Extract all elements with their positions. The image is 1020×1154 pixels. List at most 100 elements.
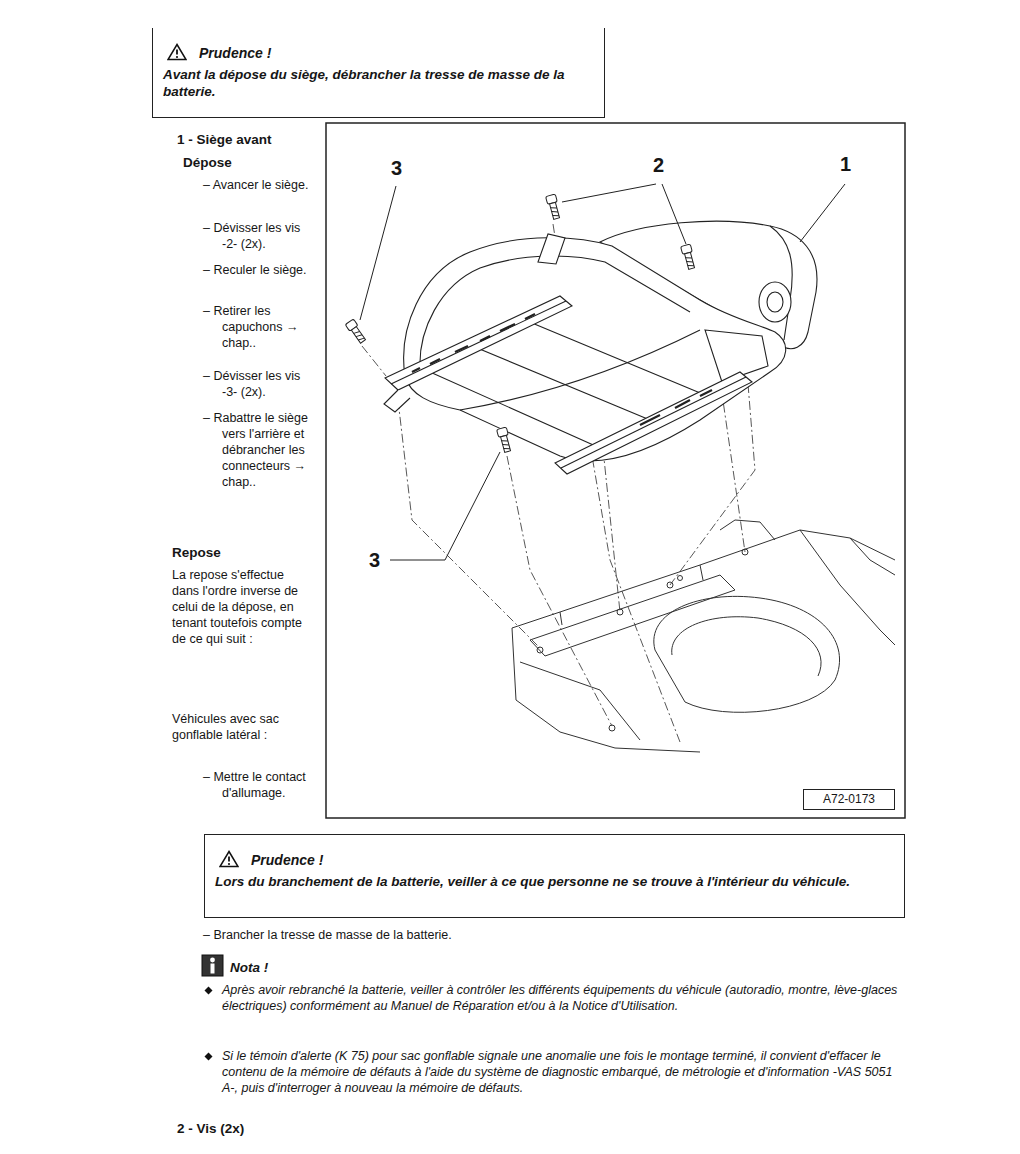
callout-number-wrap: 3 (389, 157, 404, 179)
leader-line (662, 184, 686, 244)
subheading: Dépose (183, 154, 313, 171)
step-wrap: – Dévisser les vis -3- (2x). (203, 368, 315, 400)
callout-number-wrap: 1 (838, 153, 853, 175)
step: – Dévisser les vis -2- (2x). (203, 220, 315, 252)
screw-shank (351, 327, 365, 344)
caution-text: Lors du branchement de la batterie, veil… (215, 873, 894, 890)
screw-group (345, 194, 696, 453)
caution-heading: Prudence ! (199, 44, 594, 62)
screw (546, 194, 562, 220)
seat-rails (384, 296, 752, 474)
leader-line (800, 184, 845, 242)
callout-number: 1 (840, 153, 851, 175)
projection-line (507, 456, 612, 726)
screw (497, 427, 513, 453)
callout-number: 2 (653, 154, 664, 176)
section-heading: 2 - Vis (2x) (177, 1120, 377, 1137)
step: – Reculer le siège. (203, 262, 315, 278)
recliner-knob (759, 282, 791, 322)
figure-frame (326, 123, 905, 818)
floor-pan (512, 520, 895, 752)
note-bullet: Si le témoin d'alerte (K 75) pour sac go… (204, 1048, 908, 1096)
belt-buckle (538, 234, 565, 264)
step: – Brancher la tresse de masse de la batt… (203, 927, 903, 943)
leader-line (562, 184, 656, 202)
step-wrap: – Avancer le siège. (203, 177, 315, 193)
nota-icon (202, 955, 223, 976)
floor-well (654, 596, 840, 712)
floor-edge (512, 530, 895, 628)
rail-detail (412, 314, 535, 372)
warning-mark (176, 50, 178, 55)
note-bullet-wrap: Si le témoin d'alerte (K 75) pour sac go… (204, 1048, 908, 1096)
note-bullet-wrap: Après avoir rebranché la batterie, veill… (204, 982, 908, 1014)
nota-icon-bar (211, 964, 215, 974)
warning-mark (228, 857, 230, 862)
section-heading-wrap: 2 - Vis (2x) (177, 1120, 377, 1137)
leader-line (390, 452, 500, 560)
subheading-wrap: Repose (172, 544, 312, 561)
section-heading: 1 - Siège avant (177, 131, 327, 148)
screw-thread (354, 330, 365, 342)
floor-line (560, 565, 703, 625)
adjust-handle (384, 390, 410, 412)
recliner-knob (767, 292, 783, 312)
screw-thread (686, 256, 694, 267)
callout-number: 3 (369, 549, 380, 571)
figure-code: A72-0173 (810, 792, 888, 807)
screw (681, 244, 697, 270)
warning-icon (167, 43, 187, 61)
bullet-diamond (205, 987, 213, 995)
floor-hole (678, 576, 683, 581)
rail-line (391, 301, 566, 384)
screw (345, 319, 367, 344)
subheading-wrap: Dépose (183, 154, 313, 171)
cushion (404, 238, 786, 461)
warning-triangle (168, 45, 186, 60)
step: – Rabattre le siège vers l'arrière et dé… (203, 410, 315, 490)
step: – Mettre le contact d'allumage. (203, 769, 315, 801)
screw-thread (551, 206, 559, 217)
floor-well-inner (672, 617, 821, 676)
rail-line (561, 377, 746, 468)
caution-box: Prudence ! Avant la dépose du siège, débr… (152, 28, 605, 118)
warning-triangle (220, 852, 238, 867)
callout-number: 3 (391, 157, 402, 179)
paragraph-wrap: La repose s'effectue dans l'ordre invers… (172, 567, 314, 647)
floor-line (520, 662, 640, 740)
tunnel-side (800, 530, 895, 645)
tunnel-edge (720, 520, 775, 540)
right-rail (555, 372, 752, 474)
step-wrap: – Reculer le siège. (203, 262, 315, 278)
warning-mark (176, 56, 178, 58)
note-heading: Nota ! (230, 959, 430, 976)
warning-mark (228, 863, 230, 865)
callout-number-wrap: 2 (651, 154, 666, 176)
rail-detail (640, 390, 712, 425)
screw-thread (502, 439, 510, 450)
callout-number-wrap: 3 (367, 549, 382, 571)
screw-shank (550, 202, 560, 219)
screw-shank (501, 435, 511, 452)
step-wrap: – Mettre le contact d'allumage. (203, 769, 315, 801)
paragraph-wrap: Véhicules avec sac gonflable latéral : (172, 711, 314, 743)
section-heading-wrap: 1 - Siège avant (177, 131, 327, 148)
step-wrap: – Brancher la tresse de masse de la batt… (203, 927, 903, 943)
step-wrap: – Rabattre le siège vers l'arrière et dé… (203, 410, 315, 490)
nota-icon-dot (210, 958, 215, 963)
projection-line (362, 346, 386, 376)
caution-text: Avant la dépose du siège, débrancher la … (163, 66, 594, 100)
warning-icon (219, 850, 239, 868)
nota-icon-box (202, 955, 223, 976)
tunnel-top (850, 538, 895, 575)
paragraph: Véhicules avec sac gonflable latéral : (172, 711, 314, 743)
leader-lines (360, 184, 845, 560)
step-wrap: – Retirer les capuchons → chap.. (203, 303, 315, 351)
figure-reference: A72-0173 (803, 789, 895, 810)
caution-heading: Prudence ! (251, 851, 894, 869)
leader-line (360, 186, 396, 320)
step: – Avancer le siège. (203, 177, 315, 193)
screw-shank (685, 252, 695, 269)
